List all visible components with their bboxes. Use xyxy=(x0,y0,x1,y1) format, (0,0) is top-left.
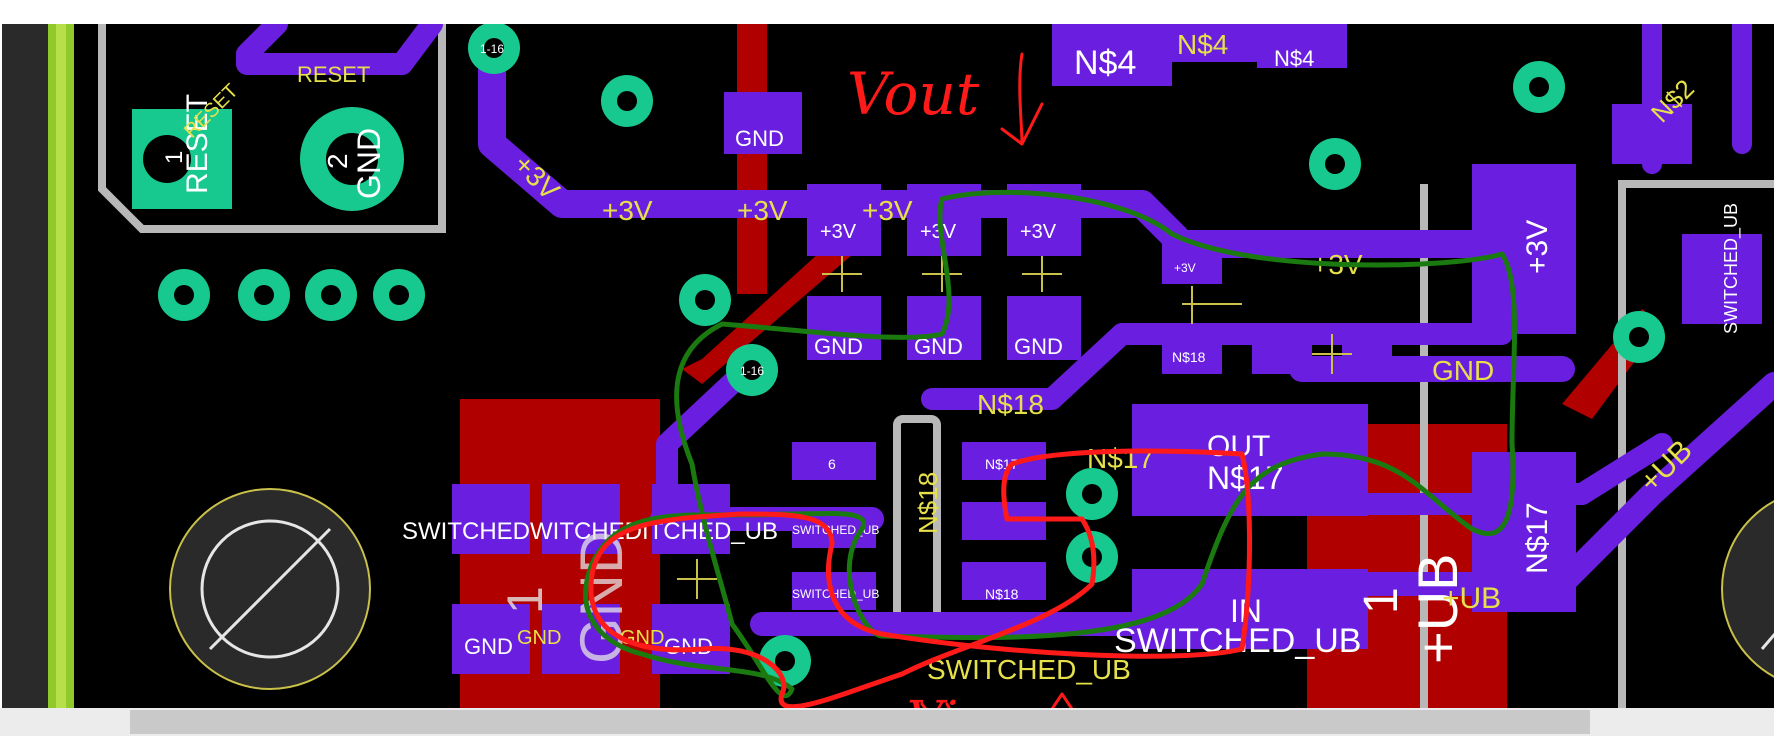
gnd-pad-label: GND xyxy=(351,128,387,199)
reset-pin-number: 1 xyxy=(161,151,188,164)
vout-arrow xyxy=(1000,52,1044,146)
plus3v-big-pad-label: +3V xyxy=(1521,220,1554,274)
ns4-trace-label: N$4 xyxy=(1177,29,1228,60)
pcb-canvas[interactable]: RESET RESET 1 RESET GND 2 +3V +3V +3V +3… xyxy=(2,24,1774,708)
ns18-vertical-label: N$18 xyxy=(913,472,943,534)
plus3v-trace-label-1: +3V xyxy=(602,195,653,226)
out-pad-label: OUT xyxy=(1207,430,1270,463)
annotation-layer xyxy=(583,52,1517,708)
gnd-pad-top: GND xyxy=(735,126,784,151)
reset-header xyxy=(132,107,404,211)
plus3v-trace-label-3: +3V xyxy=(862,195,913,226)
vin-annotation: Vin xyxy=(907,690,990,708)
ic-pin-6-label: 6 xyxy=(828,456,836,472)
plus3v-pad-small-1: +3V xyxy=(820,221,857,243)
horizontal-scrollbar[interactable] xyxy=(0,708,1774,736)
vin-arrow xyxy=(1050,692,1074,708)
crosshair-markers xyxy=(677,256,1352,599)
scrollbar-thumb[interactable] xyxy=(130,710,1590,734)
top-copper-pads xyxy=(452,24,1762,674)
via-label-2: 1-16 xyxy=(740,364,764,378)
board-edge xyxy=(2,24,48,708)
ns4-pad-label: N$4 xyxy=(1074,44,1136,82)
via-holes xyxy=(174,38,1649,671)
gnd-pin-number: 2 xyxy=(322,153,353,169)
red-loop-annotation xyxy=(588,448,1252,708)
ns4-pad-small: N$4 xyxy=(1274,46,1314,71)
gnd-left-small-2: GND xyxy=(517,627,561,649)
vin-scribble xyxy=(920,702,951,708)
gnd-pad-3: GND xyxy=(1014,334,1063,359)
plus-ub-trace-label: +UB xyxy=(1442,582,1501,615)
ns18-trace-label: N$18 xyxy=(977,389,1044,420)
ns17-trace-label: N$17 xyxy=(1087,443,1154,474)
ns18-pad-small: N$18 xyxy=(1172,349,1206,365)
gnd-pad-1: GND xyxy=(814,334,863,359)
vout-annotation: Vout xyxy=(847,60,980,128)
green-loop-annotation xyxy=(583,189,1517,699)
plus3v-pad-small-4: +3V xyxy=(1174,261,1196,275)
via-label-1: 1-16 xyxy=(480,42,504,56)
plus-ub-big-label: +UB xyxy=(1406,554,1469,665)
reset-pad-label: RESET xyxy=(181,94,214,194)
board-edge-strip-inner xyxy=(56,24,66,708)
switched-ub-right-vertical: SWITCHED_UB xyxy=(1721,203,1742,334)
gnd-left-small-1: GND xyxy=(464,634,513,659)
plus-ub-big-pin: 1 xyxy=(1355,587,1408,614)
ns18-pad-small-2: N$18 xyxy=(985,586,1019,602)
mounting-hole-right xyxy=(1721,500,1774,678)
plus3v-pad-small-3: +3V xyxy=(1020,221,1057,243)
switched-ub-pad-label: SWITCHED_UB xyxy=(1114,622,1361,660)
reset-trace-label: RESET xyxy=(297,62,370,87)
plus3v-trace-label-2: +3V xyxy=(737,195,788,226)
switched-ub-left-label: SWITCHEDWITCHEDITCHED_UB xyxy=(402,518,778,545)
switched-ub-small-1: SWITCHED_UB xyxy=(792,523,879,537)
mounting-hole-left xyxy=(169,488,371,690)
switched-ub-small-2: SWITCHED_UB xyxy=(792,587,879,601)
gnd-big-left-pin: 1 xyxy=(497,586,553,614)
ns17-big-pad-label: N$17 xyxy=(1521,502,1554,574)
gnd-trace-label-right: GND xyxy=(1432,355,1494,386)
switched-ub-trace-bottom: SWITCHED_UB xyxy=(927,654,1131,685)
